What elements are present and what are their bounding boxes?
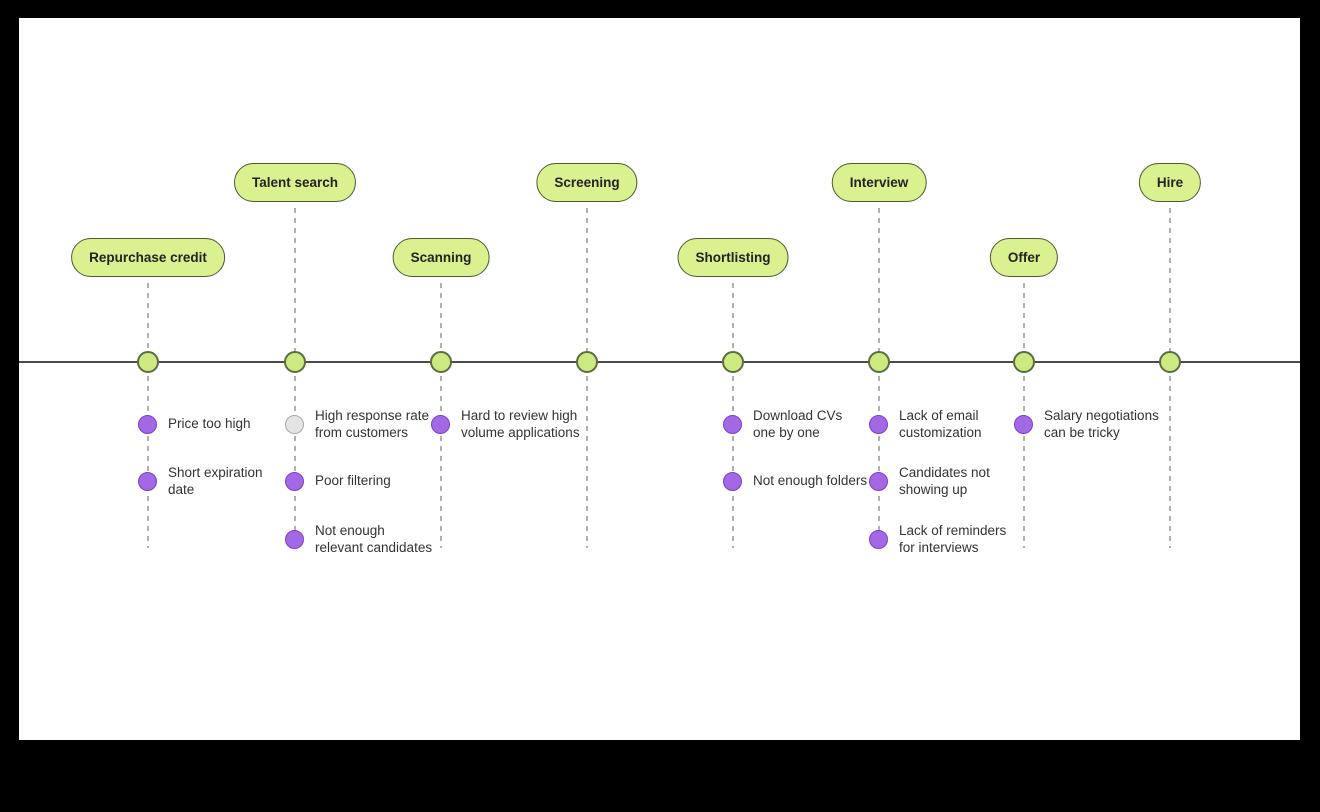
connector-dashed-line	[586, 208, 588, 352]
stage-pill: Screening	[536, 163, 638, 202]
connector-dashed-line	[294, 208, 296, 352]
stage-pill: Scanning	[392, 238, 490, 277]
pain-point-item: Short expiration date	[138, 461, 263, 501]
timeline-node-dot	[722, 351, 744, 373]
connector-dashed-line	[1169, 376, 1171, 548]
timeline-node-dot	[137, 351, 159, 373]
neutral-point-label: High response rate from customers	[315, 407, 430, 441]
pain-dot	[723, 414, 742, 434]
timeline-node-dot	[1159, 351, 1181, 373]
connector-dashed-line	[878, 208, 880, 352]
pain-point-item: Download CVs one by one	[723, 404, 842, 444]
pain-dot	[869, 471, 888, 491]
timeline-axis-line	[19, 361, 1300, 363]
pain-dot	[1014, 414, 1033, 434]
pain-point-item: Price too high	[138, 404, 251, 444]
stage-pill: Hire	[1138, 163, 1202, 202]
connector-dashed-line	[878, 376, 880, 548]
timeline-node-dot	[284, 351, 306, 373]
timeline-node-dot	[430, 351, 452, 373]
diagram-panel	[19, 18, 1300, 740]
connector-dashed-line	[1023, 376, 1025, 548]
pain-dot	[285, 471, 304, 491]
neutral-dot	[285, 414, 304, 434]
pain-point-item: Not enough folders	[723, 461, 867, 501]
stage-pill: Interview	[831, 163, 927, 202]
pain-point-item: Hard to review high volume applications	[431, 404, 580, 444]
pain-dot	[869, 529, 888, 549]
pain-point-label: Short expiration date	[168, 464, 263, 498]
pain-dot	[138, 414, 157, 434]
connector-dashed-line	[440, 283, 442, 352]
timeline-node-dot	[1013, 351, 1035, 373]
pain-dot	[285, 529, 304, 549]
pain-point-label: Download CVs one by one	[753, 407, 843, 441]
connector-dashed-line	[732, 283, 734, 352]
timeline-node-dot	[576, 351, 598, 373]
pain-point-label: Hard to review high volume applications	[461, 407, 580, 441]
stage-pill: Offer	[989, 238, 1059, 277]
pain-point-label: Candidates not showing up	[899, 464, 990, 498]
connector-dashed-line	[440, 376, 442, 548]
pain-point-item: Poor filtering	[285, 461, 391, 501]
connector-dashed-line	[1023, 283, 1025, 352]
pain-point-item: Not enough relevant candidates	[285, 519, 432, 559]
pain-dot	[431, 414, 450, 434]
stage-pill: Talent search	[233, 163, 357, 202]
pain-point-label: Lack of reminders for interviews	[899, 522, 1007, 556]
timeline-node-dot	[868, 351, 890, 373]
stage-pill: Repurchase credit	[71, 238, 225, 277]
connector-dashed-line	[147, 283, 149, 352]
pain-point-label: Salary negotiations can be tricky	[1044, 407, 1159, 441]
pain-point-item: Lack of email customization	[869, 404, 982, 444]
pain-point-item: Salary negotiations can be tricky	[1014, 404, 1159, 444]
neutral-point-item: High response rate from customers	[285, 404, 429, 444]
pain-dot	[138, 471, 157, 491]
pain-point-item: Lack of reminders for interviews	[869, 519, 1006, 559]
pain-point-label: Poor filtering	[315, 473, 391, 489]
pain-point-label: Not enough folders	[753, 473, 868, 489]
pain-point-label: Not enough relevant candidates	[315, 522, 433, 556]
connector-dashed-line	[586, 376, 588, 548]
pain-point-label: Price too high	[168, 416, 251, 432]
connector-dashed-line	[732, 376, 734, 548]
connector-dashed-line	[1169, 208, 1171, 352]
pain-point-label: Lack of email customization	[899, 407, 982, 441]
connector-dashed-line	[147, 376, 149, 548]
pain-dot	[869, 414, 888, 434]
pain-point-item: Candidates not showing up	[869, 461, 990, 501]
stage-pill: Shortlisting	[677, 238, 789, 277]
pain-dot	[723, 471, 742, 491]
connector-dashed-line	[294, 376, 296, 548]
